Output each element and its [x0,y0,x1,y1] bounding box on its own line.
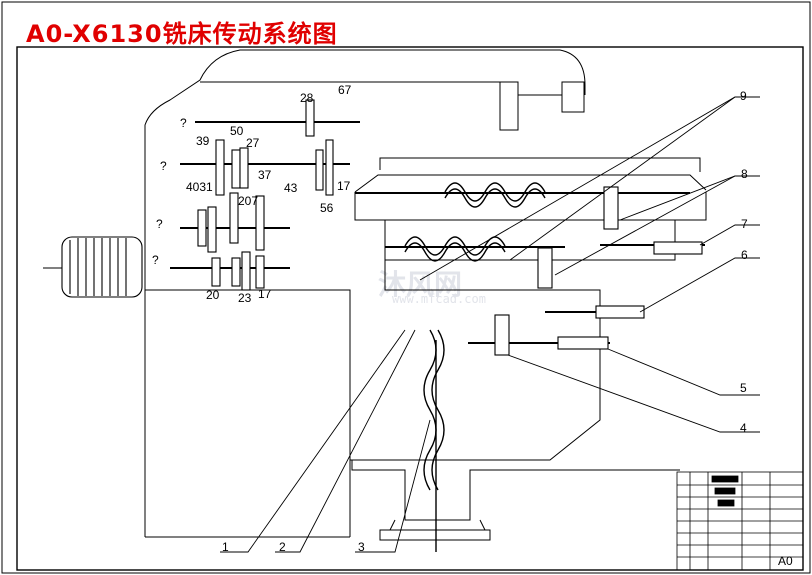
callout-number: 9 [740,89,747,103]
unknown-mark: ? [152,253,159,267]
gear-label: 207 [238,194,258,208]
callout-number: 1 [222,540,229,554]
gear-label: 27 [246,136,260,150]
watermark-url: www.mfcad.com [392,292,486,306]
callout-number: 3 [358,540,365,554]
watermark-brand: 沐风网 [378,268,463,301]
machine-body [144,49,707,541]
gear-label: 67 [338,83,352,97]
lead-screws [404,182,546,552]
callout-number: 5 [740,381,747,395]
gear-label: 17 [337,179,351,193]
gear-label: 20 [206,288,220,302]
gear-label: 4031 [186,180,213,194]
inner-border [16,46,804,571]
gear-label: 17 [258,287,272,301]
callout-number: 4 [740,421,747,435]
leader-lines [220,96,760,553]
callout-number: 7 [741,217,748,231]
gear-label: 50 [230,124,244,138]
gear-label: 43 [284,181,298,195]
unknown-mark: ? [156,217,163,231]
gear-label: 28 [300,91,314,105]
gear-label: 39 [196,134,210,148]
unknown-mark: ? [160,159,167,173]
drawing-title: A0-X6130铣床传动系统图 [26,20,338,48]
callout-number: 8 [741,167,748,181]
title-block-mark: A0 [778,554,793,568]
unknown-mark: ? [180,116,187,130]
gear-label: 56 [320,201,334,215]
motor [43,236,143,298]
callout-number: 2 [279,540,286,554]
gear-label: 23 [238,291,252,305]
title-block [676,471,804,571]
callout-number: 6 [741,248,748,262]
gear-label: 37 [258,168,272,182]
